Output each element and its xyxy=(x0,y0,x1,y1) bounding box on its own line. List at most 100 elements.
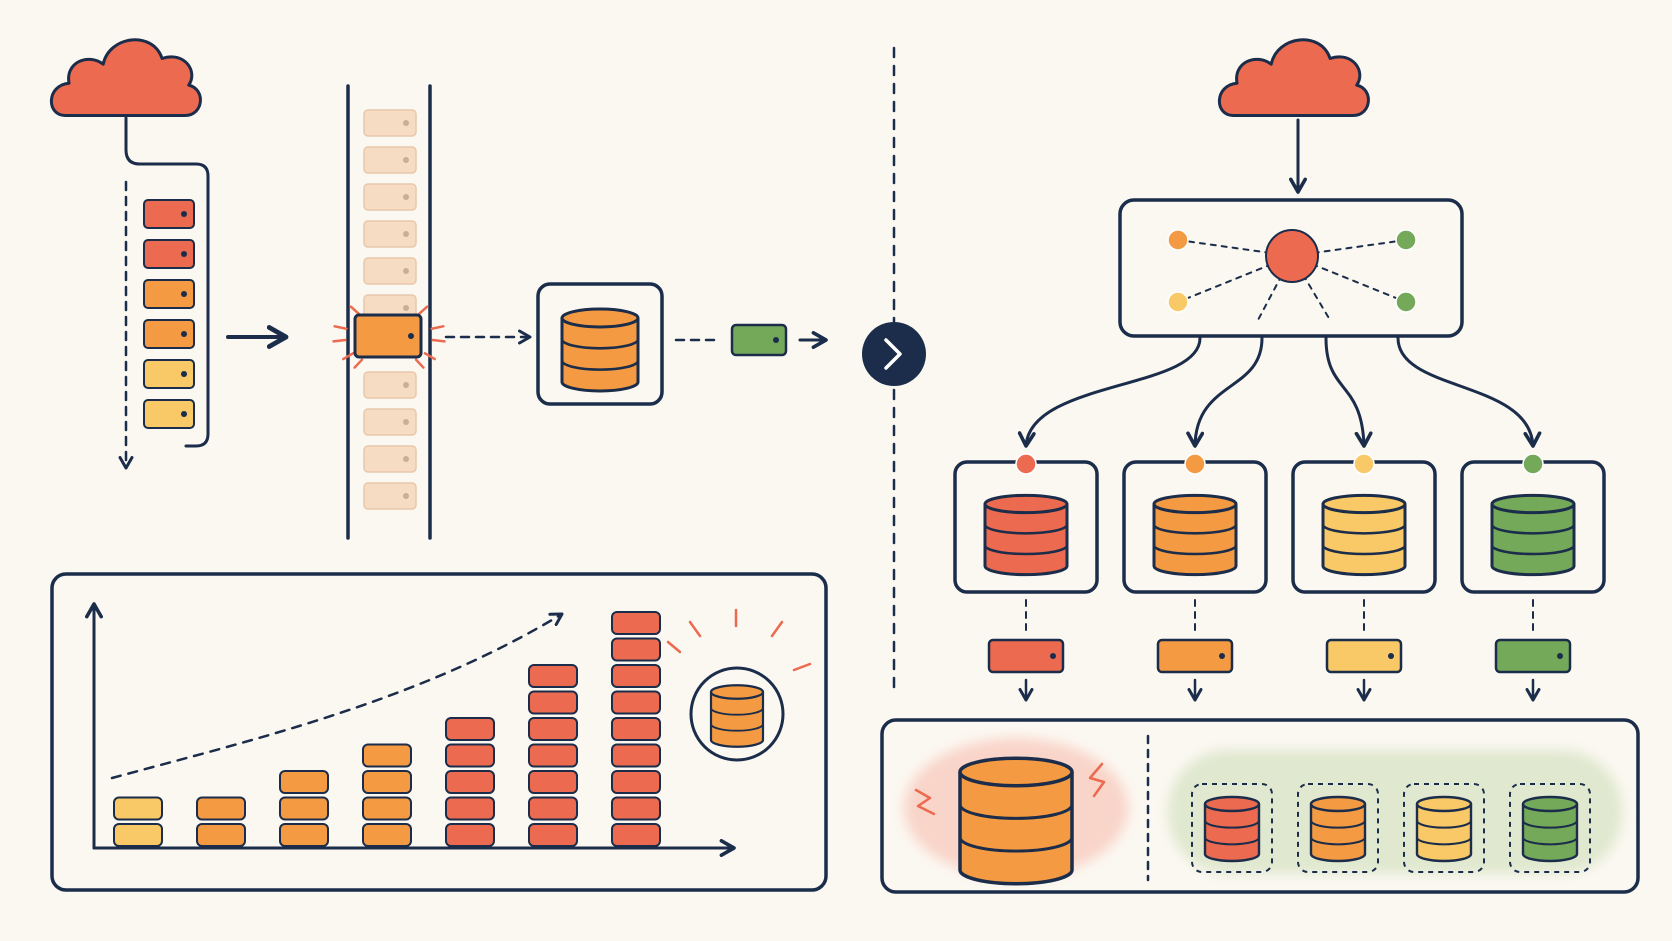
database-band xyxy=(1203,820,1261,829)
database-top xyxy=(1203,795,1261,813)
growth-stack-block xyxy=(113,796,163,821)
growth-stack-block xyxy=(196,796,246,821)
item-card-body xyxy=(353,313,423,359)
database-top xyxy=(958,756,1074,788)
burst-mark xyxy=(423,352,437,361)
database-body xyxy=(709,692,765,748)
database-body xyxy=(1521,804,1579,863)
item-card-body xyxy=(1494,638,1572,674)
item-card-dot xyxy=(181,251,187,257)
growth-stack-block xyxy=(362,770,412,794)
stress-mark xyxy=(792,662,812,672)
database-body xyxy=(1152,504,1238,577)
database-body xyxy=(958,772,1074,886)
database-band xyxy=(1415,837,1473,846)
item-card-body xyxy=(363,482,417,510)
database-body xyxy=(1321,504,1407,577)
growth-stack-block xyxy=(611,637,661,662)
item-card-dot xyxy=(181,331,187,337)
sharded-slot xyxy=(1297,783,1379,873)
database-body xyxy=(560,318,640,393)
shard-output-item xyxy=(1494,638,1572,674)
sharded-slot xyxy=(1191,783,1273,873)
stress-mark xyxy=(770,620,784,638)
item-card-dot xyxy=(773,337,779,343)
shard-output-item xyxy=(1325,638,1403,674)
database-top xyxy=(1321,493,1407,515)
item-card-dot xyxy=(403,231,409,237)
single-database-icon xyxy=(560,307,640,393)
queue-item xyxy=(143,239,195,269)
chevron-right-icon xyxy=(884,338,902,370)
growth-stack-block xyxy=(611,717,661,741)
database-band xyxy=(710,723,764,732)
database-top xyxy=(1521,795,1579,813)
active-conveyor-item xyxy=(353,313,423,359)
output-item xyxy=(730,323,788,357)
database-top xyxy=(560,307,640,329)
growth-stack-block xyxy=(528,796,578,821)
item-card-dot xyxy=(403,382,409,388)
growth-stack-block xyxy=(611,611,661,635)
diagram-layer xyxy=(49,38,1640,894)
item-card-body xyxy=(363,445,417,473)
shard-route-arrow xyxy=(1324,336,1373,448)
shard-route-arrow xyxy=(1186,336,1264,448)
router-link xyxy=(1177,255,1293,303)
growth-stack-block xyxy=(279,823,329,847)
cloud-shape xyxy=(49,38,202,118)
item-card-body xyxy=(363,257,417,285)
item-card-dot xyxy=(181,371,187,377)
conveyor-slot xyxy=(363,371,417,399)
queue-item xyxy=(143,399,195,429)
item-card-dot xyxy=(1388,653,1394,659)
item-card-dot xyxy=(403,305,409,311)
shard-route-arrow xyxy=(1017,336,1202,448)
overloaded-database-icon xyxy=(709,684,765,748)
router-link xyxy=(1177,239,1293,257)
item-card-body xyxy=(1325,638,1403,674)
item-card-body xyxy=(363,146,417,174)
item-card-body xyxy=(143,279,195,309)
shard-database-icon xyxy=(1490,493,1576,577)
item-card-body xyxy=(143,319,195,349)
shards-glow xyxy=(1168,750,1622,874)
database-top xyxy=(1490,493,1576,515)
growth-stack xyxy=(528,664,578,847)
growth-stack-block xyxy=(445,796,495,821)
burst-mark xyxy=(341,352,355,361)
item-card-body xyxy=(363,109,417,137)
database-band xyxy=(1152,544,1238,556)
database-top xyxy=(1152,493,1238,515)
growth-stack-block xyxy=(611,690,661,715)
item-card-body xyxy=(363,371,417,399)
growth-stack-block xyxy=(362,796,412,821)
item-card-dot xyxy=(1557,653,1563,659)
growth-stack xyxy=(279,770,329,847)
growth-stack-block xyxy=(445,823,495,847)
database-band xyxy=(983,524,1069,535)
database-band xyxy=(1521,820,1579,829)
growth-stack-block xyxy=(611,743,661,768)
queue-item xyxy=(143,359,195,389)
conveyor-slot xyxy=(363,445,417,473)
database-body xyxy=(983,504,1069,577)
item-card-body xyxy=(363,183,417,211)
conveyor-slot xyxy=(363,408,417,436)
item-card-body xyxy=(730,323,788,357)
stress-mark xyxy=(666,640,682,654)
queue-return-line xyxy=(124,116,210,448)
growth-stack-block xyxy=(611,664,661,688)
database-band xyxy=(1415,820,1473,829)
conveyor-slot xyxy=(363,183,417,211)
stress-mark xyxy=(688,620,702,638)
database-band xyxy=(560,360,640,371)
conveyor-slot xyxy=(363,109,417,137)
database-band xyxy=(1521,837,1579,846)
router-node xyxy=(1395,229,1417,251)
item-card-body xyxy=(363,220,417,248)
router-node xyxy=(1395,291,1417,313)
cloud-shape xyxy=(1217,38,1370,118)
growth-stack-block xyxy=(528,743,578,768)
